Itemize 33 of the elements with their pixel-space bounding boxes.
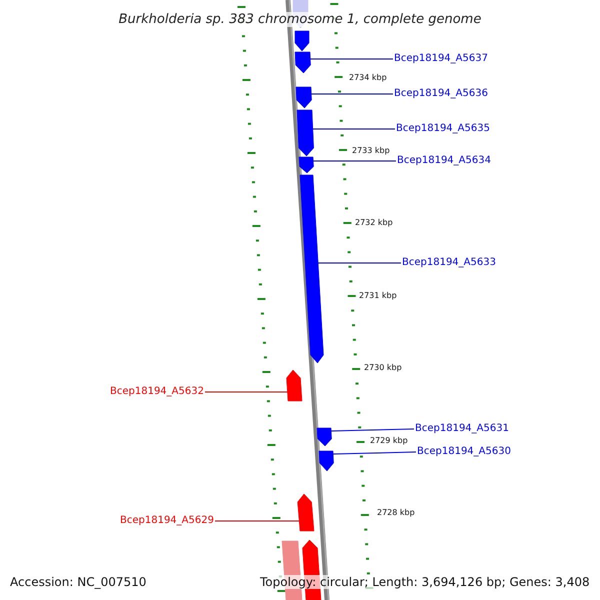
- gene-block: [295, 87, 313, 109]
- gene-label: Bcep18194_A5631: [415, 422, 509, 434]
- position-label: 2729 kbp: [370, 436, 408, 444]
- gene-block: [285, 370, 303, 402]
- footer-text: Topology: circular; Length: 3,694,126 bp; Genes: 3,408: [260, 575, 590, 589]
- leader-line: [330, 428, 414, 432]
- gene-label: Bcep18194_A5630: [417, 446, 511, 456]
- leader-line: [310, 58, 394, 60]
- gene-label: Bcep18194_A5629: [120, 514, 214, 526]
- leader-line: [214, 520, 300, 522]
- position-label: 2730 kbp: [364, 362, 402, 372]
- gene-block: [318, 451, 335, 472]
- gene-label: Bcep18194_A5633: [402, 256, 496, 268]
- gene-label: Bcep18194_A5635: [396, 122, 490, 134]
- map-title: Burkholderia sp. 383 chromosome 1, complete genome: [118, 12, 482, 27]
- position-label: 2734 kbp: [349, 72, 387, 82]
- leader-line: [312, 128, 396, 130]
- leader-line: [318, 262, 402, 264]
- gene-label: Bcep18194_A5637: [394, 52, 488, 64]
- gene-block: [296, 494, 315, 532]
- leader-line: [312, 160, 396, 162]
- gene-label: Bcep18194_A5634: [397, 154, 491, 166]
- position-label: 2731 kbp: [359, 290, 397, 300]
- gene-label: Bcep18194_A5636: [394, 88, 488, 98]
- footer-text: Accession: NC_007510: [10, 575, 146, 589]
- gene-label: Bcep18194_A5632: [110, 386, 204, 396]
- leader-line: [332, 452, 416, 454]
- gene-block: [294, 52, 312, 74]
- gene-block: [316, 428, 333, 447]
- position-label: 2732 kbp: [355, 218, 393, 226]
- gene-block: [294, 31, 310, 52]
- position-label: 2733 kbp: [352, 146, 390, 154]
- position-label: 2728 kbp: [377, 508, 415, 516]
